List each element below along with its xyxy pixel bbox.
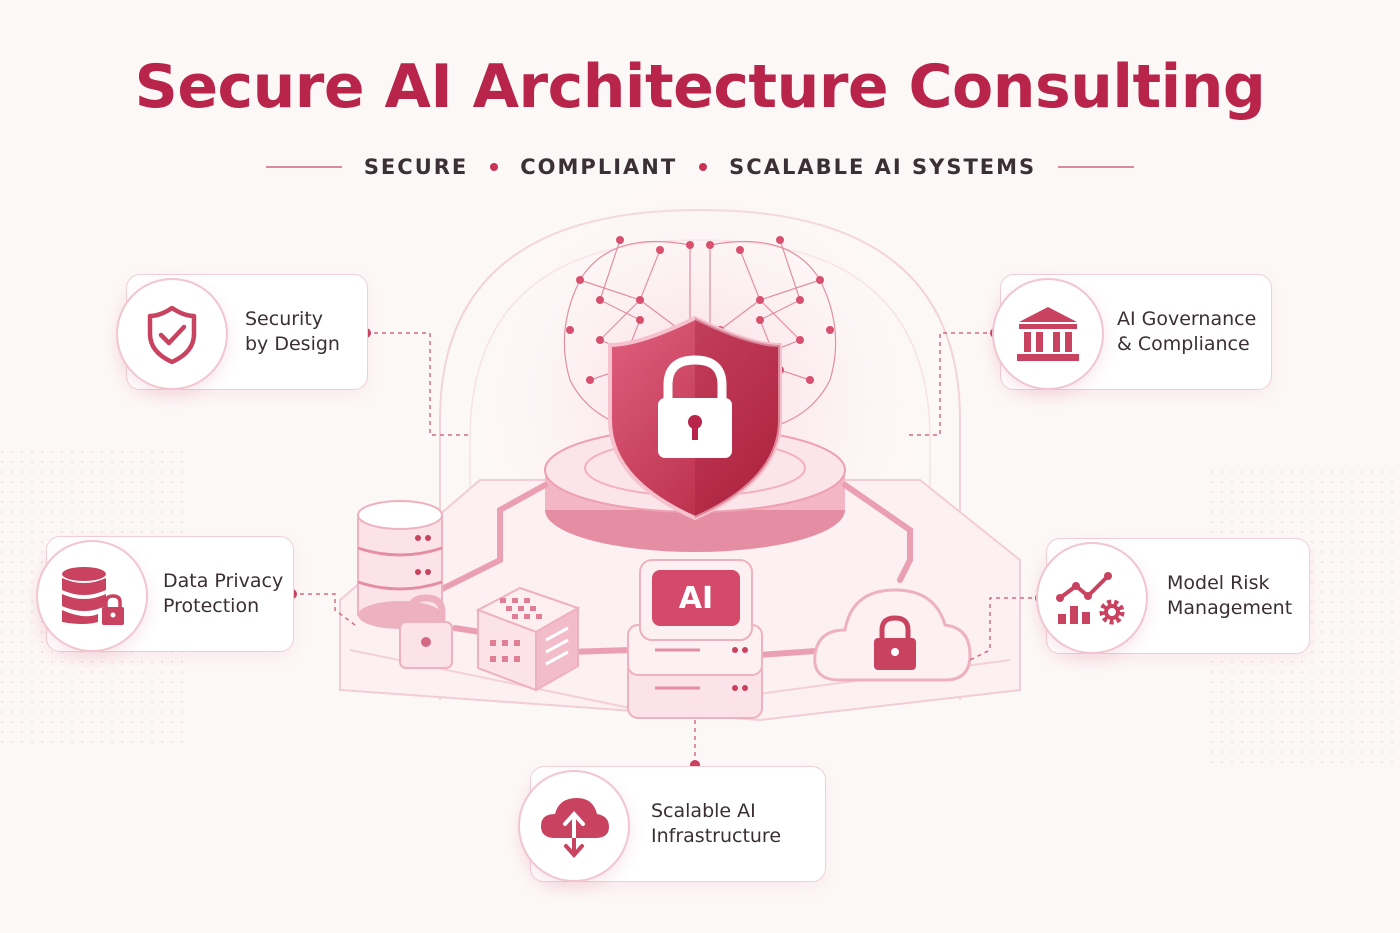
bank-building-icon [992, 278, 1104, 390]
subtitle-divider-left [265, 166, 342, 168]
card-label-line2: & Compliance [1117, 333, 1250, 355]
card-label: AI Governance & Compliance [1117, 307, 1256, 357]
cloud-lock-icon [813, 588, 972, 682]
card-label: Security by Design [245, 307, 340, 357]
ai-server-icon [627, 559, 763, 719]
subtitle-separator-dot [490, 163, 499, 171]
card-label: Scalable AI Infrastructure [651, 799, 781, 849]
card-label-line2: Management [1167, 597, 1293, 619]
page-title: Secure AI Architecture Consulting [134, 52, 1266, 122]
cloud-upload-icon [518, 770, 630, 882]
dashed-connectors [292, 332, 1040, 765]
central-shield-lock-icon [608, 315, 782, 521]
card-label-line2: Protection [163, 595, 260, 617]
database-stack-icon [357, 500, 443, 629]
subtitle-item-scalable: SCALABLE AI SYSTEMS [729, 155, 1037, 179]
card-label-line1: Security [245, 308, 324, 330]
card-label-line1: Model Risk [1167, 572, 1270, 594]
card-label: Model Risk Management [1167, 571, 1292, 621]
connection-pipes [437, 482, 913, 658]
card-label-line1: AI Governance [1117, 308, 1257, 330]
subtitle-item-secure: SECURE [363, 155, 469, 179]
ai-server-label: AI [678, 581, 714, 616]
subtitle-item-compliant: COMPLIANT [520, 155, 678, 179]
chip-cube-icon [475, 586, 581, 692]
database-lock-icon [36, 540, 148, 652]
card-label-line2: Infrastructure [651, 825, 782, 847]
subtitle-bar: SECURE COMPLIANT SCALABLE AI SYSTEMS [0, 155, 1400, 179]
card-label: Data Privacy Protection [163, 569, 283, 619]
shield-check-icon [116, 278, 228, 390]
subtitle-separator-dot [699, 163, 708, 171]
card-label-line2: by Design [245, 333, 340, 355]
card-label-line1: Data Privacy [163, 570, 284, 592]
subtitle-divider-right [1058, 166, 1135, 168]
chart-gear-icon [1036, 542, 1148, 654]
padlock-icon [399, 594, 453, 669]
card-label-line1: Scalable AI [651, 800, 756, 822]
